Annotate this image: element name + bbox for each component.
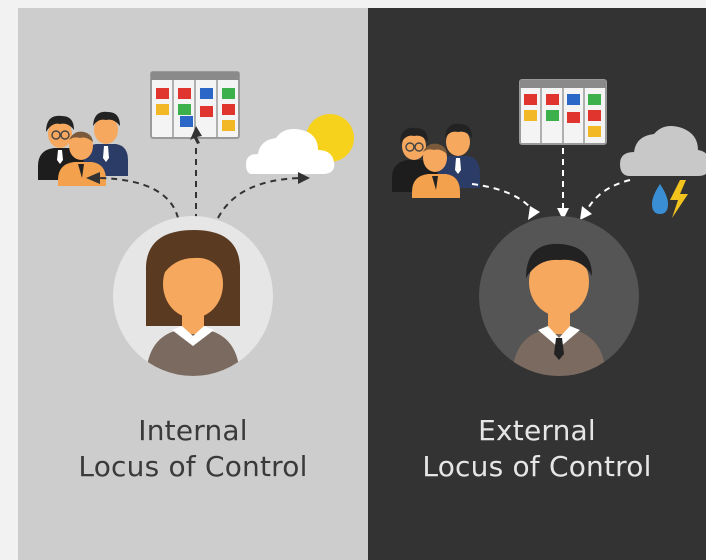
external-caption-line1: External [478, 414, 596, 447]
task-board-icon [519, 79, 607, 145]
external-locus-panel: External Locus of Control [368, 8, 706, 560]
external-caption-line2: Locus of Control [422, 450, 652, 483]
woman-avatar-icon [113, 216, 273, 376]
sun-and-cloud-icon [246, 114, 354, 174]
internal-locus-panel: Internal Locus of Control [18, 8, 368, 560]
man-avatar-icon [479, 216, 639, 376]
inward-arrows [471, 148, 631, 213]
internal-caption-line1: Internal [138, 414, 248, 447]
outward-arrows [99, 148, 301, 220]
group-of-people-icon [392, 123, 480, 198]
storm-cloud-icon [620, 126, 706, 218]
internal-caption: Internal Locus of Control [18, 413, 368, 485]
task-board-icon [150, 71, 240, 144]
external-caption: External Locus of Control [368, 413, 706, 485]
internal-caption-line2: Locus of Control [78, 450, 308, 483]
diagram-frame: Internal Locus of Control [18, 8, 706, 560]
group-of-people-icon [38, 111, 128, 186]
